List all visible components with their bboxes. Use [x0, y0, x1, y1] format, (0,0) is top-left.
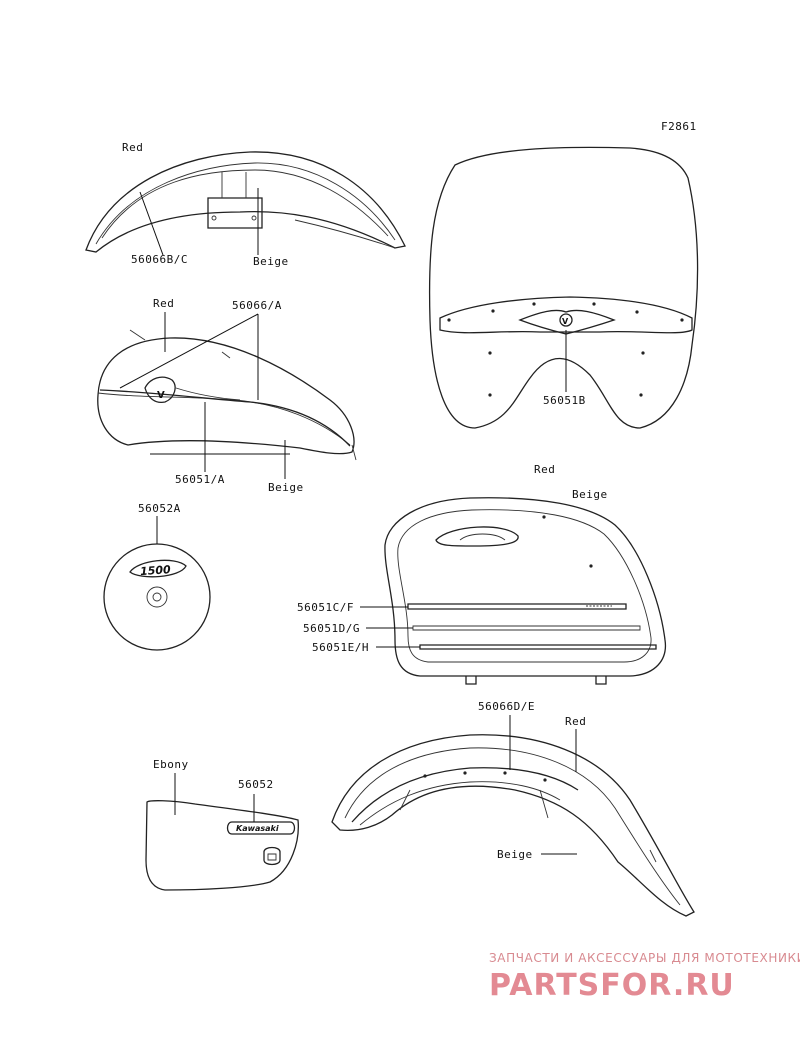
label-56051c-f: 56051C/F: [297, 601, 354, 614]
label-56066-a: 56066/A: [232, 299, 282, 312]
label-red-front-fender: Red: [122, 141, 143, 154]
saddlebag: [384, 497, 667, 685]
rear-fender: [331, 734, 695, 917]
fuel-tank: V: [97, 329, 357, 461]
watermark-logo: PARTSFOR.RU: [489, 968, 735, 1003]
figure-code: F2861: [661, 120, 697, 133]
leader-56066-a: [119, 313, 259, 400]
wheel-cover-text: 1500: [140, 563, 172, 578]
wheel-cover: 1500: [103, 543, 211, 651]
label-red-rear-fender: Red: [565, 715, 586, 728]
label-56052a: 56052A: [138, 502, 181, 515]
label-56051d-g: 56051D/G: [303, 622, 360, 635]
label-beige-tank: Beige: [268, 481, 304, 494]
label-beige-rear-fender: Beige: [497, 848, 533, 861]
leader-56066b-c: [139, 191, 164, 256]
windshield: V: [428, 146, 699, 429]
label-beige-front-fender: Beige: [253, 255, 289, 268]
side-cover-brand: Kawasaki: [236, 824, 279, 833]
label-56051-a: 56051/A: [175, 473, 225, 486]
label-56066b-c: 56066B/C: [131, 253, 188, 266]
windshield-badge-letter: V: [562, 317, 569, 326]
label-ebony: Ebony: [153, 758, 189, 771]
watermark-tagline: ЗАПЧАСТИ И АКСЕССУАРЫ ДЛЯ МОТОТЕХНИКИ: [489, 951, 800, 965]
front-fender: [85, 151, 406, 253]
label-56051e-h: 56051E/H: [312, 641, 369, 654]
label-56066d-e: 56066D/E: [478, 700, 535, 713]
label-beige-saddlebag: Beige: [572, 488, 608, 501]
side-cover: Kawasaki: [145, 800, 299, 891]
label-red-tank: Red: [153, 297, 174, 310]
label-56052: 56052: [238, 778, 274, 791]
label-56051b: 56051B: [543, 394, 586, 407]
tank-badge-letter: V: [157, 390, 165, 401]
label-red-saddlebag: Red: [534, 463, 555, 476]
